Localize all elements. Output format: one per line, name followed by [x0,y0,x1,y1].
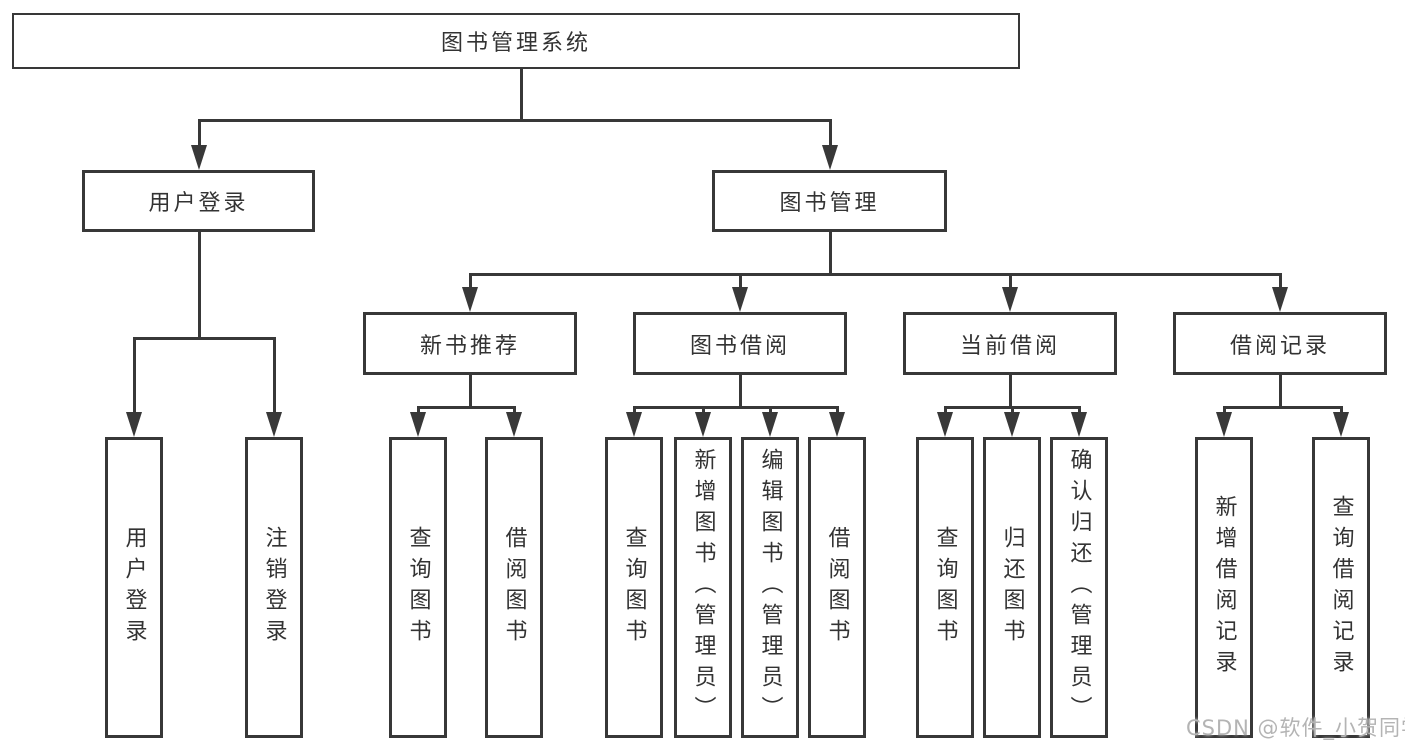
arrow-down-icon [506,412,522,437]
leaf-borrow-books-recommend-label: 借阅图书 [501,525,527,650]
arrow-down-icon [410,412,426,437]
connector-line [198,119,832,122]
connector-line [133,337,136,413]
connector-line [702,406,705,415]
connector-line [836,406,839,415]
node-new-book-recommend-label: 新书推荐 [419,333,520,359]
leaf-user-login-label: 用户登录 [121,525,147,650]
arrow-down-icon [732,287,748,312]
connector-line [469,375,472,406]
connector-line [198,232,201,337]
connector-line [133,337,276,340]
connector-line [1011,406,1014,415]
leaf-borrow-books-recommend: 借阅图书 [485,437,543,738]
connector-line [1279,375,1282,406]
leaf-return-books: 归还图书 [983,437,1041,738]
node-book-management: 图书管理 [712,170,947,232]
leaf-query-books-borrowing: 查询图书 [605,437,663,738]
watermark: CSDN @软件_小贺同学 [1186,716,1405,740]
node-borrow-records: 借阅记录 [1173,312,1387,375]
node-current-borrowing: 当前借阅 [903,312,1117,375]
connector-line [944,406,947,415]
connector-line [739,273,742,290]
connector-line [198,119,201,147]
connector-line [1223,406,1226,415]
leaf-add-books-admin: 新增图书（管理员） [674,437,732,738]
arrow-down-icon [1004,412,1020,437]
node-book-management-label: 图书管理 [779,191,880,216]
leaf-edit-books-admin: 编辑图书（管理员） [741,437,799,738]
leaf-query-borrow-record: 查询借阅记录 [1312,437,1370,738]
arrow-down-icon [1216,412,1232,437]
connector-line [1279,273,1282,290]
leaf-logout-login-label: 注销登录 [261,525,287,650]
leaf-borrow-books-borrowing: 借阅图书 [808,437,866,738]
leaf-query-books-borrowing-label: 查询图书 [621,525,647,650]
connector-line [739,375,742,406]
leaf-add-borrow-record-label: 新增借阅记录 [1211,494,1237,681]
leaf-query-books-recommend-label: 查询图书 [405,525,431,650]
leaf-query-books-current-label: 查询图书 [932,525,958,650]
connector-line [273,337,276,413]
arrow-down-icon [822,145,838,170]
connector-line [513,406,516,415]
connector-line [769,406,772,415]
arrow-down-icon [266,412,282,437]
connector-line [520,69,523,119]
leaf-return-books-label: 归还图书 [999,525,1025,650]
arrow-down-icon [829,412,845,437]
node-new-book-recommend: 新书推荐 [363,312,577,375]
connector-line [1009,375,1012,406]
leaf-logout-login: 注销登录 [245,437,303,738]
connector-line [469,273,472,290]
connector-line [829,232,832,273]
node-root-label: 图书管理系统 [440,31,591,56]
connector-line [829,119,832,147]
connector-line [469,273,1282,276]
arrow-down-icon [1071,412,1087,437]
leaf-add-borrow-record: 新增借阅记录 [1195,437,1253,738]
leaf-query-books-recommend: 查询图书 [389,437,447,738]
node-root: 图书管理系统 [12,13,1020,69]
leaf-borrow-books-borrowing-label: 借阅图书 [824,525,850,650]
connector-line [1078,406,1081,415]
leaf-query-books-current: 查询图书 [916,437,974,738]
connector-line [417,406,420,415]
arrow-down-icon [626,412,642,437]
connector-line [633,406,839,409]
connector-line [1009,273,1012,290]
arrow-down-icon [191,145,207,170]
arrow-down-icon [126,412,142,437]
node-user-login: 用户登录 [82,170,315,232]
leaf-confirm-return-admin: 确认归还（管理员） [1050,437,1108,738]
node-book-borrowing: 图书借阅 [633,312,847,375]
arrow-down-icon [1333,412,1349,437]
connector-line [633,406,636,415]
connector-line [417,406,516,409]
node-current-borrowing-label: 当前借阅 [959,333,1060,359]
arrow-down-icon [1002,287,1018,312]
leaf-edit-books-admin-label: 编辑图书（管理员） [757,448,783,727]
arrow-down-icon [937,412,953,437]
arrow-down-icon [462,287,478,312]
leaf-user-login: 用户登录 [105,437,163,738]
arrow-down-icon [1272,287,1288,312]
arrow-down-icon [762,412,778,437]
node-book-borrowing-label: 图书借阅 [689,333,790,359]
connector-line [1340,406,1343,415]
leaf-query-borrow-record-label: 查询借阅记录 [1328,494,1354,681]
node-borrow-records-label: 借阅记录 [1229,333,1330,359]
connector-line [1223,406,1342,409]
leaf-add-books-admin-label: 新增图书（管理员） [690,448,716,727]
node-user-login-label: 用户登录 [148,191,249,216]
arrow-down-icon [695,412,711,437]
leaf-confirm-return-admin-label: 确认归还（管理员） [1066,448,1092,727]
